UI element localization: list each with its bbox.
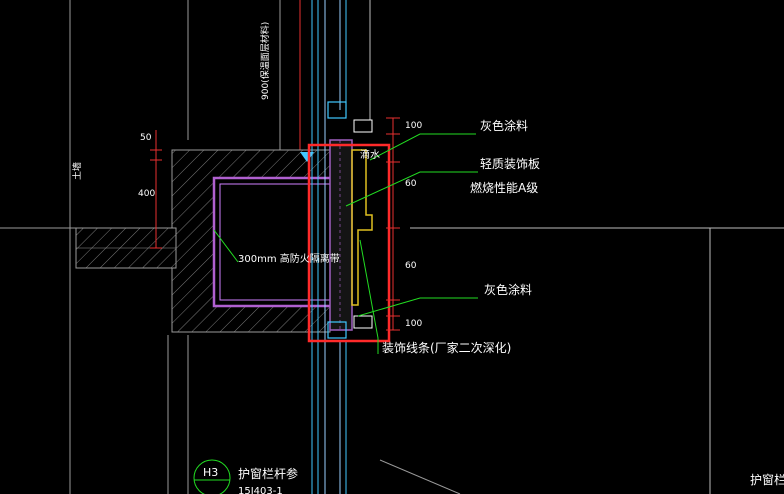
dim-left-big: 400 bbox=[138, 189, 155, 199]
dim-bottom: 100 bbox=[405, 319, 422, 329]
leader-lines bbox=[213, 133, 478, 354]
label-drip: 滴水 bbox=[360, 148, 380, 161]
label-fireproof-belt: 300mm 高防火隔离带 bbox=[238, 252, 340, 265]
dim-mid-upper: 60 bbox=[405, 179, 417, 189]
dim-top: 100 bbox=[405, 121, 422, 131]
drip-icon bbox=[300, 152, 314, 162]
dimension-texts: 100 60 60 100 50 400 bbox=[138, 121, 422, 329]
label-light-decor-board: 轻质装饰板 bbox=[480, 157, 540, 171]
dim-mid-lower: 60 bbox=[405, 261, 417, 271]
label-wall-left: 土墙 bbox=[71, 162, 83, 180]
callout-label: H3 bbox=[203, 466, 218, 479]
dimension-chain-left bbox=[150, 130, 162, 249]
dimension-chain-right bbox=[386, 117, 400, 331]
label-sub-ref: 15J403-1 bbox=[238, 486, 283, 494]
detail-callout-symbol: H3 bbox=[193, 459, 231, 494]
insulation-layer bbox=[329, 139, 353, 331]
label-railing-right: 护窗栏 bbox=[750, 472, 784, 487]
highlight-box bbox=[307, 143, 391, 343]
label-grey-coating-top: 灰色涂料 bbox=[480, 118, 528, 133]
label-grey-coating-bottom: 灰色涂料 bbox=[484, 282, 532, 297]
label-combustion-grade: 燃烧性能A级 bbox=[470, 180, 538, 195]
dim-left-small: 50 bbox=[140, 133, 152, 143]
annotation-texts: 灰色涂料 轻质装饰板 燃烧性能A级 灰色涂料 装饰线条(厂家二次深化) 300m… bbox=[71, 22, 784, 494]
label-top-spec: 900(保温面层材料) bbox=[259, 22, 271, 100]
label-decor-line: 装饰线条(厂家二次深化) bbox=[382, 340, 511, 355]
label-railing: 护窗栏杆参 bbox=[238, 466, 298, 481]
window-mullions bbox=[311, 0, 373, 494]
decorative-panel bbox=[351, 149, 373, 306]
